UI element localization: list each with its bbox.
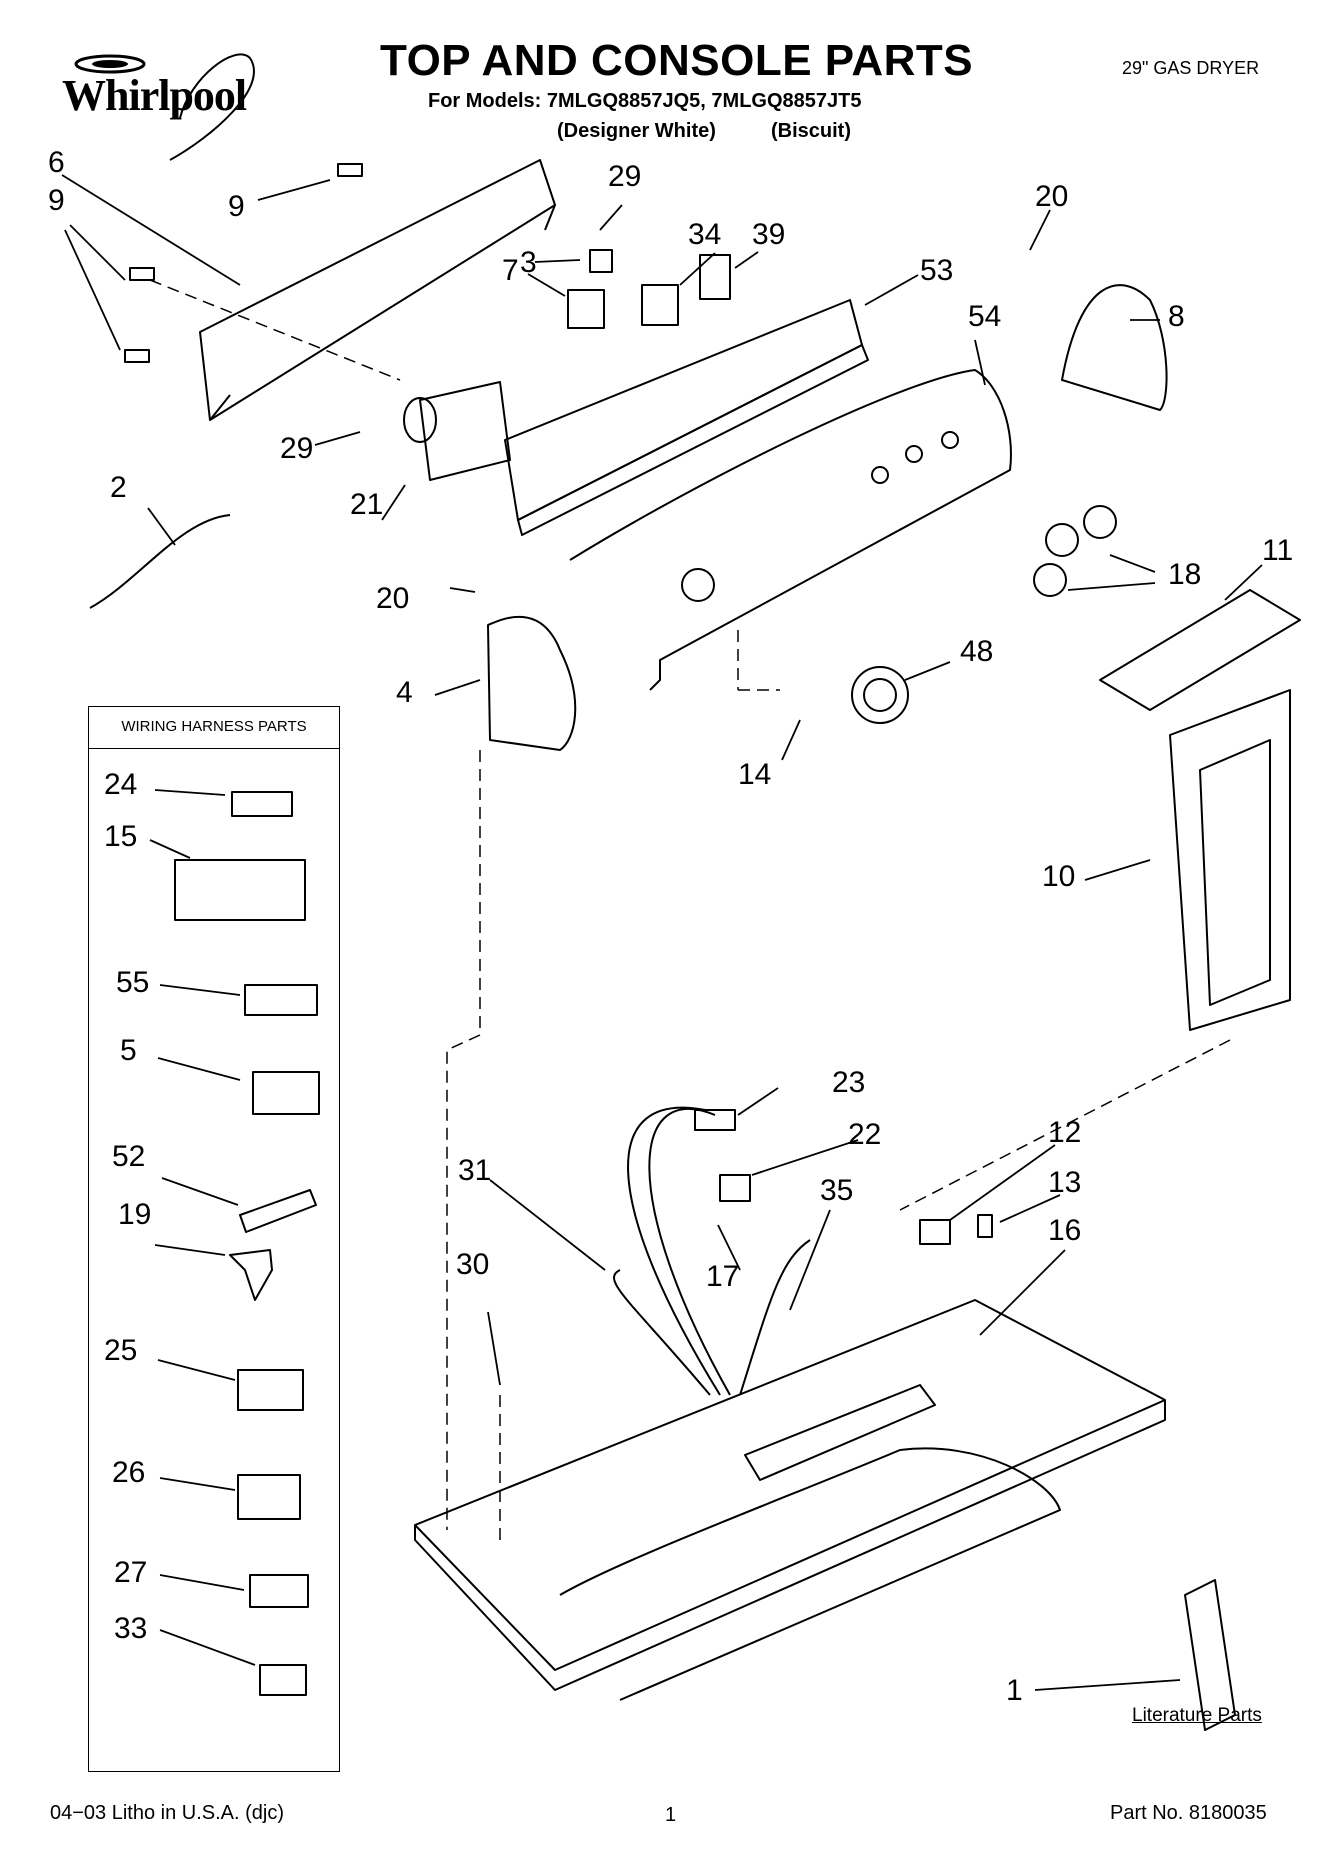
page-title: TOP AND CONSOLE PARTS bbox=[380, 36, 974, 85]
callout-30: 30 bbox=[456, 1248, 490, 1281]
footer-part-number: Part No. 8180035 bbox=[1110, 1802, 1267, 1824]
switch-part-7 bbox=[567, 289, 605, 329]
product-label: 29" GAS DRYER bbox=[1122, 58, 1260, 78]
callout-5: 5 bbox=[120, 1034, 137, 1067]
callout-24: 24 bbox=[104, 768, 138, 801]
harness-part-24 bbox=[231, 791, 293, 817]
callout-22: 22 bbox=[848, 1118, 882, 1151]
harness-part-5 bbox=[252, 1071, 320, 1115]
switch-part-34 bbox=[641, 284, 679, 326]
variant-designer-white: (Designer White) bbox=[557, 120, 716, 142]
callout-54: 54 bbox=[968, 300, 1002, 333]
callout-9: 9 bbox=[228, 190, 245, 223]
callout-34: 34 bbox=[688, 218, 722, 251]
callout-27: 27 bbox=[114, 1556, 148, 1589]
harness-part-15 bbox=[174, 859, 306, 921]
callout-1: 1 bbox=[1006, 1674, 1023, 1707]
callout-55: 55 bbox=[116, 966, 150, 999]
callout-20: 20 bbox=[1035, 180, 1069, 213]
callout-7: 7 bbox=[502, 254, 519, 287]
models-line: For Models: 7MLGQ8857JQ5, 7MLGQ8857JT5 bbox=[428, 90, 862, 112]
wiring-harness-parts-title: WIRING HARNESS PARTS bbox=[121, 718, 307, 735]
whirlpool-swirl-logo bbox=[74, 53, 255, 161]
callout-23: 23 bbox=[832, 1066, 866, 1099]
knob-part-48 bbox=[851, 666, 909, 724]
harness-part-52 bbox=[239, 1189, 317, 1233]
part-3 bbox=[589, 249, 613, 273]
footer-litho: 04−03 Litho in U.S.A. (djc) bbox=[50, 1802, 285, 1824]
literature-parts-label: Literature Parts bbox=[1132, 1705, 1262, 1726]
callout-33: 33 bbox=[114, 1612, 148, 1645]
callout-48: 48 bbox=[960, 635, 994, 668]
harness-part-55 bbox=[244, 984, 318, 1016]
lint-screen-part-10 bbox=[1169, 689, 1291, 1031]
callout-21: 21 bbox=[350, 488, 384, 521]
callout-4: 4 bbox=[396, 676, 413, 709]
console-part-54 bbox=[569, 369, 1012, 691]
assembly-dash-lines bbox=[149, 279, 1231, 1545]
callout-18: 18 bbox=[1168, 558, 1202, 591]
callout-31: 31 bbox=[458, 1154, 492, 1187]
literature-part-1 bbox=[1184, 1579, 1236, 1731]
harness-part-19 bbox=[229, 1249, 273, 1301]
whirlpool-logo: Whirlpool bbox=[62, 71, 247, 120]
callout-15: 15 bbox=[104, 820, 138, 853]
leader-lines bbox=[61, 174, 1263, 1691]
callout-29: 29 bbox=[280, 432, 314, 465]
callout-19: 19 bbox=[118, 1198, 152, 1231]
screw-part-13 bbox=[977, 1214, 993, 1238]
wire-part-2 bbox=[89, 514, 231, 609]
callout-9: 9 bbox=[48, 184, 65, 217]
main-wire-harness bbox=[613, 1106, 811, 1396]
callout-29: 29 bbox=[608, 160, 642, 193]
end-cap-part-4 bbox=[487, 615, 577, 751]
knob-part-18 bbox=[1033, 563, 1067, 597]
callout-3: 3 bbox=[520, 246, 537, 279]
clip-part-12 bbox=[919, 1219, 951, 1245]
callout-17: 17 bbox=[706, 1260, 740, 1293]
harness-part-25 bbox=[237, 1369, 304, 1411]
callout-14: 14 bbox=[738, 758, 772, 791]
harness-part-33 bbox=[259, 1664, 307, 1696]
knob-part-18 bbox=[1083, 505, 1117, 539]
wiring-harness-parts-box bbox=[88, 706, 340, 1772]
rear-bracket-part-6 bbox=[199, 159, 556, 421]
callout-2: 2 bbox=[110, 471, 127, 504]
lint-cover-part-11 bbox=[1099, 589, 1301, 711]
callout-35: 35 bbox=[820, 1174, 854, 1207]
page-number: 1 bbox=[665, 1804, 677, 1826]
harness-part-26 bbox=[237, 1474, 301, 1520]
switch-part-39 bbox=[699, 254, 731, 300]
end-cap-part-8 bbox=[1061, 284, 1168, 411]
timer-part-21 bbox=[403, 381, 511, 481]
dryer-top-part-16 bbox=[414, 1299, 1166, 1701]
callout-12: 12 bbox=[1048, 1116, 1082, 1149]
bracket-part-22 bbox=[719, 1174, 751, 1202]
knob-part-18 bbox=[1045, 523, 1079, 557]
harness-part-27 bbox=[249, 1574, 309, 1608]
callout-8: 8 bbox=[1168, 300, 1185, 333]
callout-16: 16 bbox=[1048, 1214, 1082, 1247]
callout-25: 25 bbox=[104, 1334, 138, 1367]
callout-20: 20 bbox=[376, 582, 410, 615]
harness-box-divider bbox=[88, 748, 340, 749]
callout-13: 13 bbox=[1048, 1166, 1082, 1199]
variant-biscuit: (Biscuit) bbox=[771, 120, 851, 142]
screw-part-9 bbox=[124, 163, 363, 363]
connector-part-23 bbox=[694, 1109, 736, 1131]
callout-10: 10 bbox=[1042, 860, 1076, 893]
callout-39: 39 bbox=[752, 218, 786, 251]
callout-11: 11 bbox=[1262, 534, 1294, 567]
callout-52: 52 bbox=[112, 1140, 146, 1173]
callout-26: 26 bbox=[112, 1456, 146, 1489]
control-panel-part-53 bbox=[504, 299, 869, 536]
callout-6: 6 bbox=[48, 146, 65, 179]
callout-53: 53 bbox=[920, 254, 954, 287]
